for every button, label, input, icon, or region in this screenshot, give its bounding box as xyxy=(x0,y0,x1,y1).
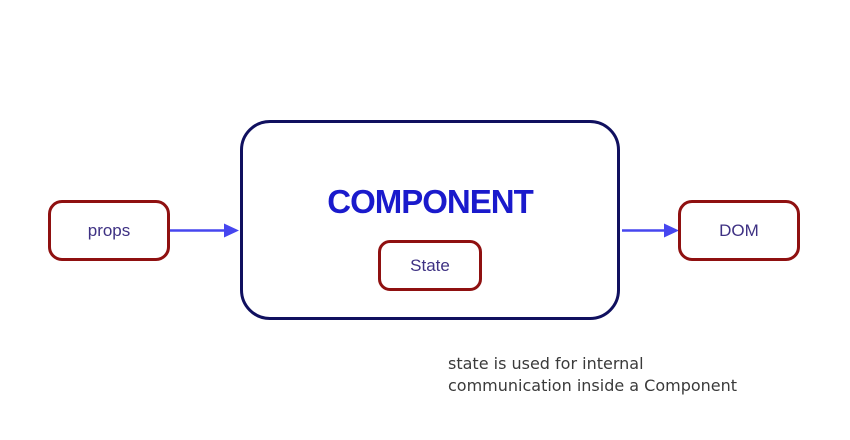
caption: state is used for internal communication… xyxy=(448,353,737,397)
arrow-component-to-dom-icon xyxy=(622,223,679,238)
arrow-props-to-component-icon xyxy=(170,223,239,238)
component-box: COMPONENT xyxy=(240,120,620,320)
state-label: State xyxy=(410,255,450,275)
dom-box: DOM xyxy=(678,200,800,261)
caption-line-1: state is used for internal xyxy=(448,354,644,373)
props-box: props xyxy=(48,200,170,261)
component-label: COMPONENT xyxy=(327,183,534,220)
state-box: State xyxy=(378,240,482,291)
caption-line-2: communication inside a Component xyxy=(448,376,738,395)
dom-label: DOM xyxy=(719,220,759,240)
props-label: props xyxy=(87,220,131,240)
